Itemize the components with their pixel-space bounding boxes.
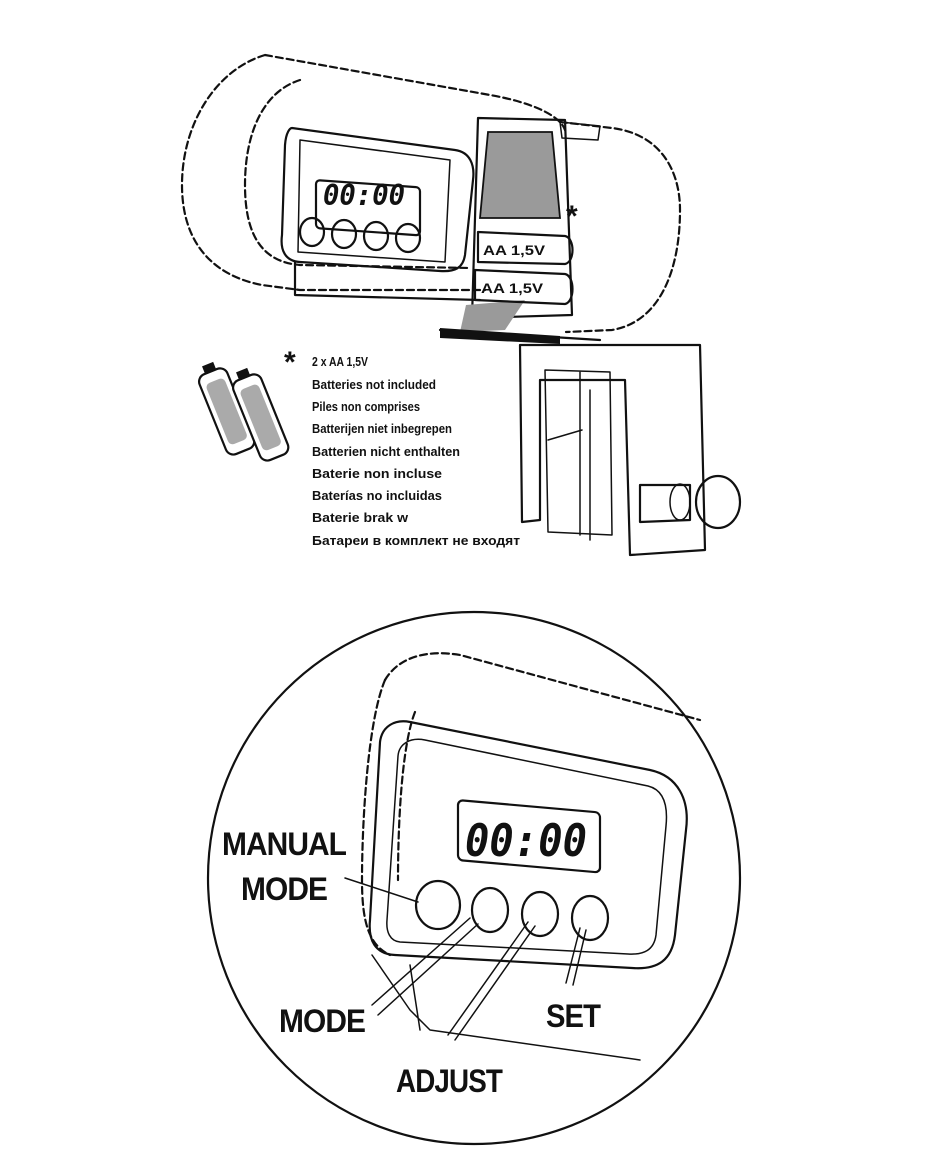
button-top-4: [396, 224, 420, 252]
battery-note-line: Baterie brak w: [312, 510, 409, 525]
battery-note-line: 2 x AA 1,5V: [312, 354, 368, 369]
adjust-label: ADJUST: [396, 1063, 503, 1099]
battery-note-line: Batterien nicht enthalten: [312, 444, 460, 459]
button-top-2: [332, 220, 356, 248]
leader-manual-mode: [345, 878, 418, 902]
lcd-readout-zoom: 00:00: [465, 816, 587, 867]
battery-note: * 2 x AA 1,5V Batteries not included Pil…: [284, 346, 520, 548]
battery-slot-upper-label: AA 1,5V: [483, 242, 546, 258]
clamp-inner: [545, 370, 612, 535]
battery-slot-lower-label: AA 1,5V: [481, 280, 544, 296]
button-top-1: [300, 218, 324, 246]
battery-note-star: *: [284, 346, 296, 379]
battery-note-line: Baterie non incluse: [312, 466, 442, 481]
feeder-lid: [560, 122, 680, 332]
feeder-inner-outline: [245, 80, 470, 268]
battery-note-line: Batteries not included: [312, 377, 436, 392]
clamp-screw-knob: [696, 476, 740, 528]
battery-note-line: Baterías no incluidas: [312, 488, 442, 503]
clamp-slot: [548, 390, 590, 540]
set-label: SET: [546, 998, 601, 1034]
battery-note-line: Батареи в комплект не входят: [312, 533, 520, 548]
button-top-3: [364, 222, 388, 250]
mode-label: MODE: [279, 1003, 366, 1039]
leader-set: [566, 928, 586, 985]
lcd-readout-top: 00:00: [323, 179, 405, 212]
battery-note-line: Batterijen niet inbegrepen: [312, 421, 452, 436]
manual-mode-label-line2: MODE: [241, 871, 328, 907]
battery-note-line: Piles non comprises: [312, 399, 420, 414]
battery-compartment-shade: [480, 132, 560, 218]
feeder-device: 00:00 AA 1,5V AA 1,5V *: [182, 55, 740, 555]
zoom-device-edge-inner: [398, 712, 415, 880]
batteries-illustration: [194, 359, 291, 463]
control-panel-zoom: 00:00 MANUAL MODE MODE ADJUST SET: [208, 612, 740, 1144]
battery-slot-star: *: [566, 200, 578, 233]
manual-mode-button: [416, 881, 460, 929]
adjust-button: [522, 892, 558, 936]
clamp-screw: [640, 485, 690, 522]
manual-mode-label-line1: MANUAL: [222, 826, 346, 862]
lid-bottom-bar: [440, 328, 560, 344]
zoom-device-edge-outer: [385, 653, 700, 720]
clamp-screw-end: [670, 484, 690, 520]
set-button: [572, 896, 608, 940]
